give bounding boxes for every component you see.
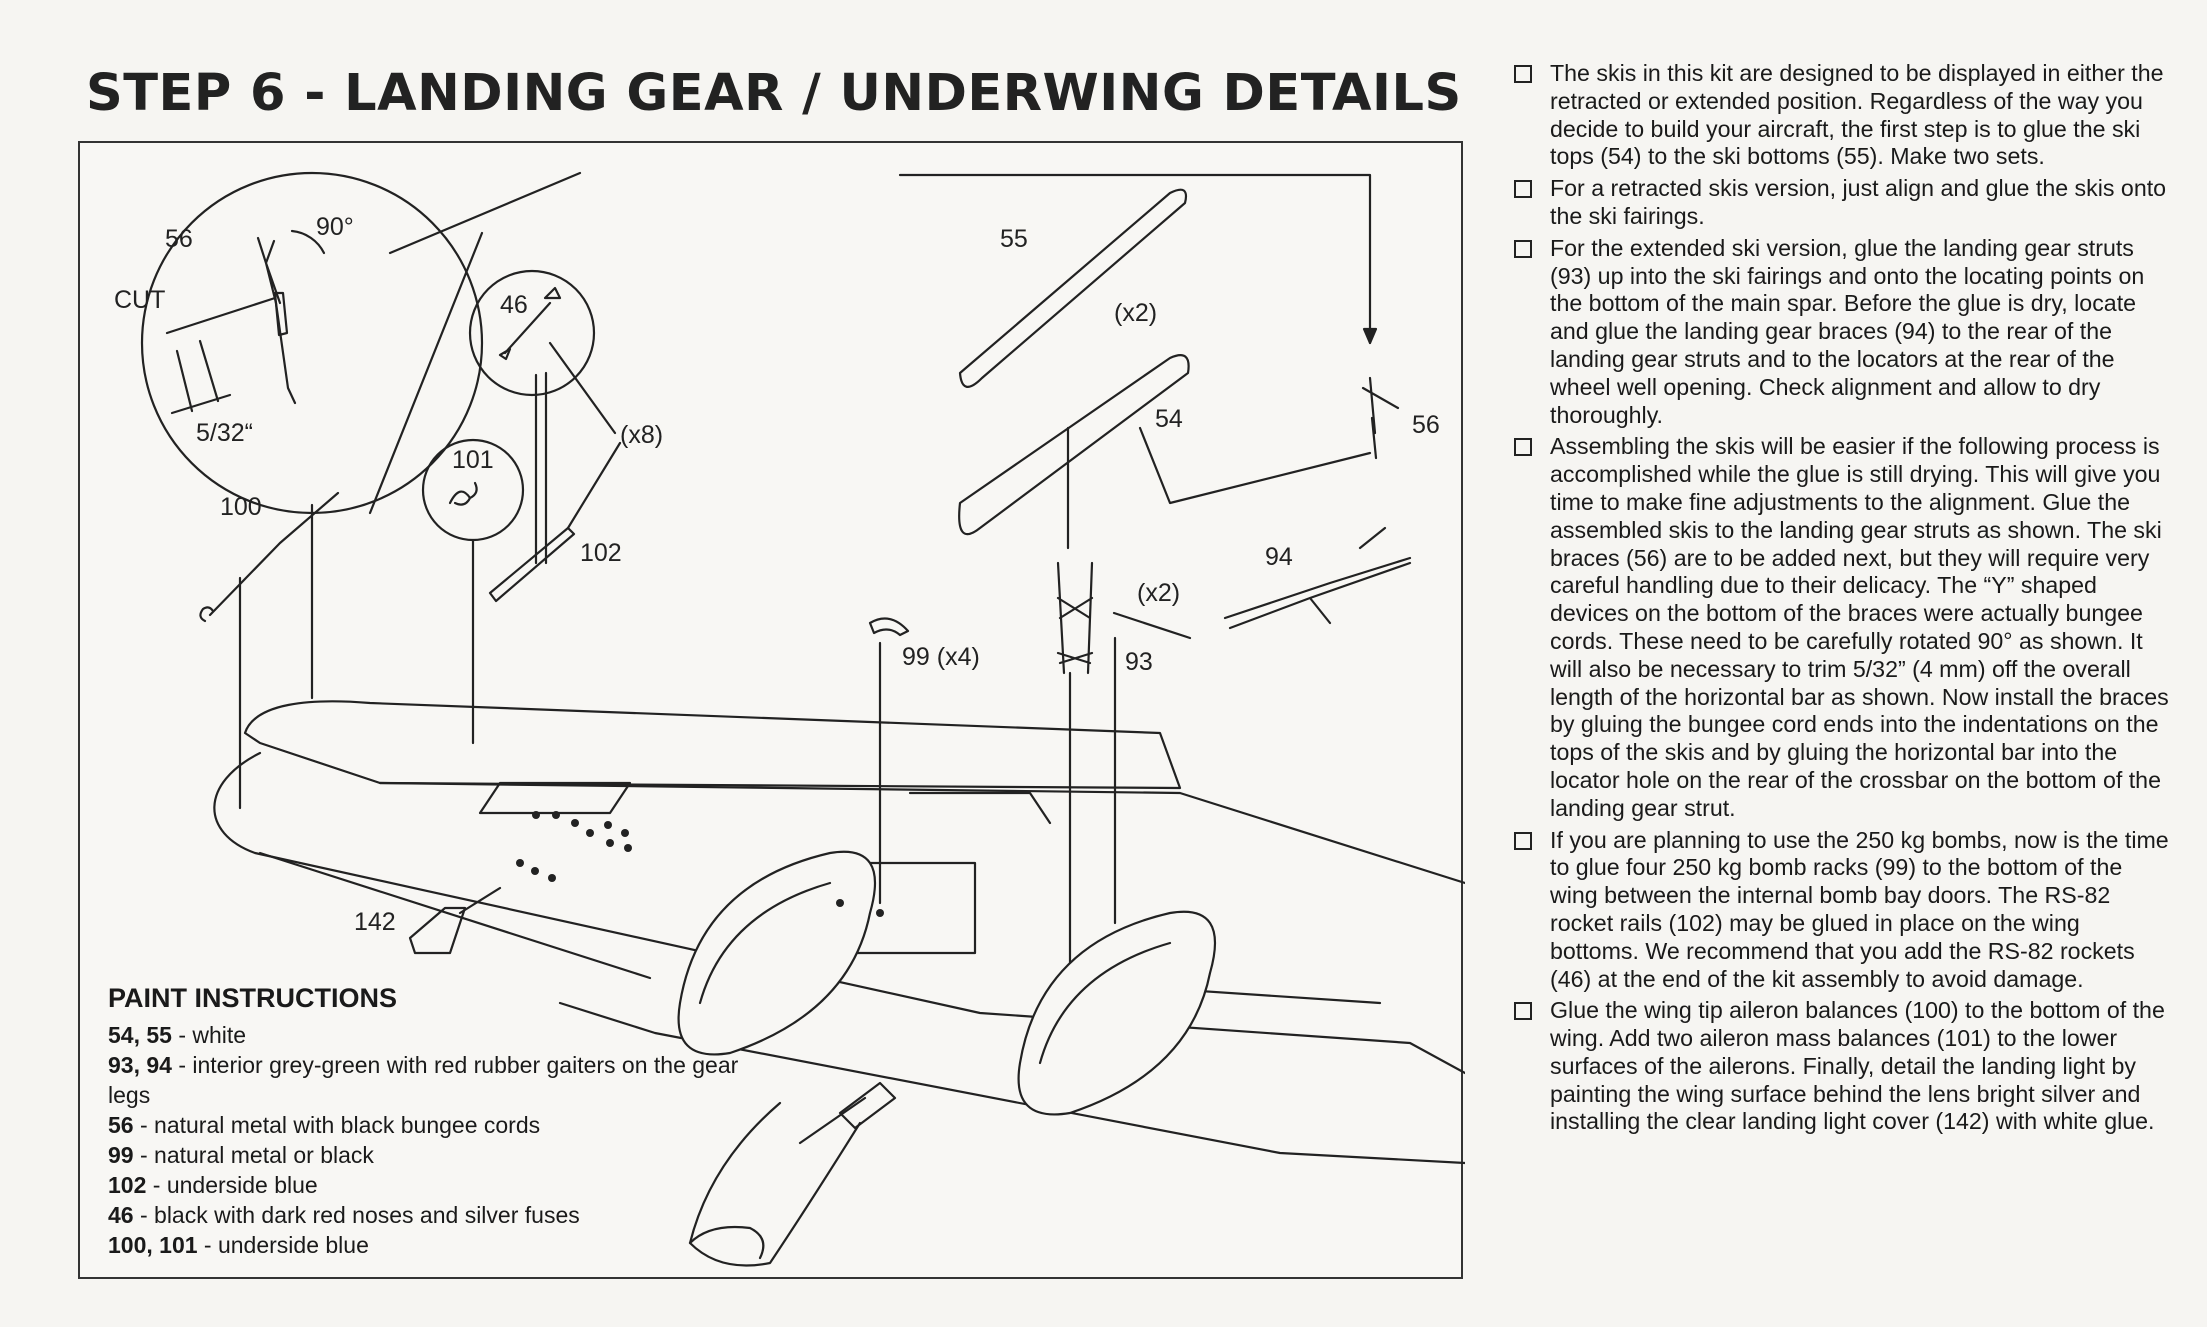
paint-parts: 100, 101: [108, 1232, 198, 1258]
label-x2-top: (x2): [1114, 299, 1158, 327]
paint-text: - underside blue: [146, 1172, 318, 1198]
label-56-detail: 56: [165, 225, 193, 253]
paint-row: 102 - underside blue: [108, 1170, 748, 1200]
label-x2-mid: (x2): [1137, 579, 1181, 607]
part-99-drawing: [868, 617, 910, 905]
label-102: 102: [580, 539, 622, 567]
paint-instructions: PAINT INSTRUCTIONS 54, 55 - white 93, 94…: [108, 983, 748, 1260]
detail-56-callout: [140, 171, 582, 515]
step-text: Assembling the skis will be easier if th…: [1550, 433, 2169, 821]
checkbox-icon[interactable]: [1514, 65, 1532, 83]
checkbox-icon[interactable]: [1514, 180, 1532, 199]
part-56-drawing: [1361, 376, 1400, 460]
instruction-step: For a retracted skis version, just align…: [1512, 175, 2172, 231]
label-46: 46: [500, 291, 528, 319]
instruction-step: For the extended ski version, glue the l…: [1512, 235, 2172, 430]
paint-parts: 54, 55: [108, 1022, 172, 1048]
checkbox-icon[interactable]: [1514, 438, 1532, 457]
label-56: 56: [1412, 411, 1440, 439]
paint-row: 100, 101 - underside blue: [108, 1230, 748, 1260]
paint-parts: 56: [108, 1112, 134, 1138]
paint-text: - natural metal with black bungee cords: [133, 1112, 541, 1138]
instruction-step: If you are planning to use the 250 kg bo…: [1512, 827, 2172, 994]
label-cut: CUT: [114, 286, 166, 314]
instruction-step: Glue the wing tip aileron balances (100)…: [1512, 997, 2172, 1136]
label-100: 100: [220, 493, 262, 521]
part-94-drawing: [1223, 526, 1412, 630]
step-text: For the extended ski version, glue the l…: [1550, 234, 2145, 428]
ski-drawing: [898, 173, 1378, 550]
paint-row: 46 - black with dark red noses and silve…: [108, 1200, 748, 1230]
label-x8: (x8): [620, 421, 664, 449]
instruction-steps: The skis in this kit are designed to be …: [1512, 60, 2172, 1140]
part-100-drawing: [199, 491, 340, 810]
wing-drawing: [213, 700, 1465, 1267]
instruction-step: The skis in this kit are designed to be …: [1512, 60, 2172, 171]
checkbox-icon[interactable]: [1514, 1002, 1532, 1021]
page-title: STEP 6 - LANDING GEAR / UNDERWING DETAIL…: [86, 64, 1462, 123]
checkbox-icon[interactable]: [1514, 239, 1532, 258]
step-text: The skis in this kit are designed to be …: [1550, 60, 2164, 170]
label-55: 55: [1000, 225, 1028, 253]
paint-text: - natural metal or black: [133, 1142, 374, 1168]
step-text: Glue the wing tip aileron balances (100)…: [1550, 997, 2165, 1135]
paint-text: - interior grey-green with red rubber ga…: [108, 1052, 739, 1108]
paint-parts: 99: [108, 1142, 134, 1168]
paint-parts: 93, 94: [108, 1052, 172, 1078]
checkbox-icon[interactable]: [1514, 831, 1532, 850]
paint-row: 54, 55 - white: [108, 1020, 748, 1050]
paint-parts: 46: [108, 1202, 134, 1228]
label-90-degrees: 90°: [316, 213, 354, 241]
paint-row: 93, 94 - interior grey-green with red ru…: [108, 1050, 748, 1110]
paint-parts: 102: [108, 1172, 147, 1198]
instruction-step: Assembling the skis will be easier if th…: [1512, 433, 2172, 822]
part-101-callout: [421, 438, 525, 745]
label-54: 54: [1155, 405, 1183, 433]
step-text: For a retracted skis version, just align…: [1550, 175, 2167, 229]
label-5-32: 5/32“: [196, 419, 253, 447]
paint-heading: PAINT INSTRUCTIONS: [108, 983, 397, 1013]
diagram-drawing: [140, 171, 1465, 1267]
assembly-diagram: 56 90° CUT 5/32“ 46 (x8) 101 100 102 55 …: [78, 141, 1465, 1279]
paint-text: - black with dark red noses and silver f…: [133, 1202, 580, 1228]
label-142: 142: [354, 908, 396, 936]
paint-row: 56 - natural metal with black bungee cor…: [108, 1110, 748, 1140]
paint-text: - underside blue: [197, 1232, 369, 1258]
part-102-drawing: [488, 441, 622, 603]
label-101: 101: [452, 446, 494, 474]
paint-text: - white: [171, 1022, 247, 1048]
paint-row: 99 - natural metal or black: [108, 1140, 748, 1170]
label-93: 93: [1125, 648, 1153, 676]
label-94: 94: [1265, 543, 1293, 571]
step-text: If you are planning to use the 250 kg bo…: [1550, 826, 2169, 992]
label-99: 99 (x4): [902, 643, 980, 671]
rocket-46-callout: [468, 269, 617, 565]
